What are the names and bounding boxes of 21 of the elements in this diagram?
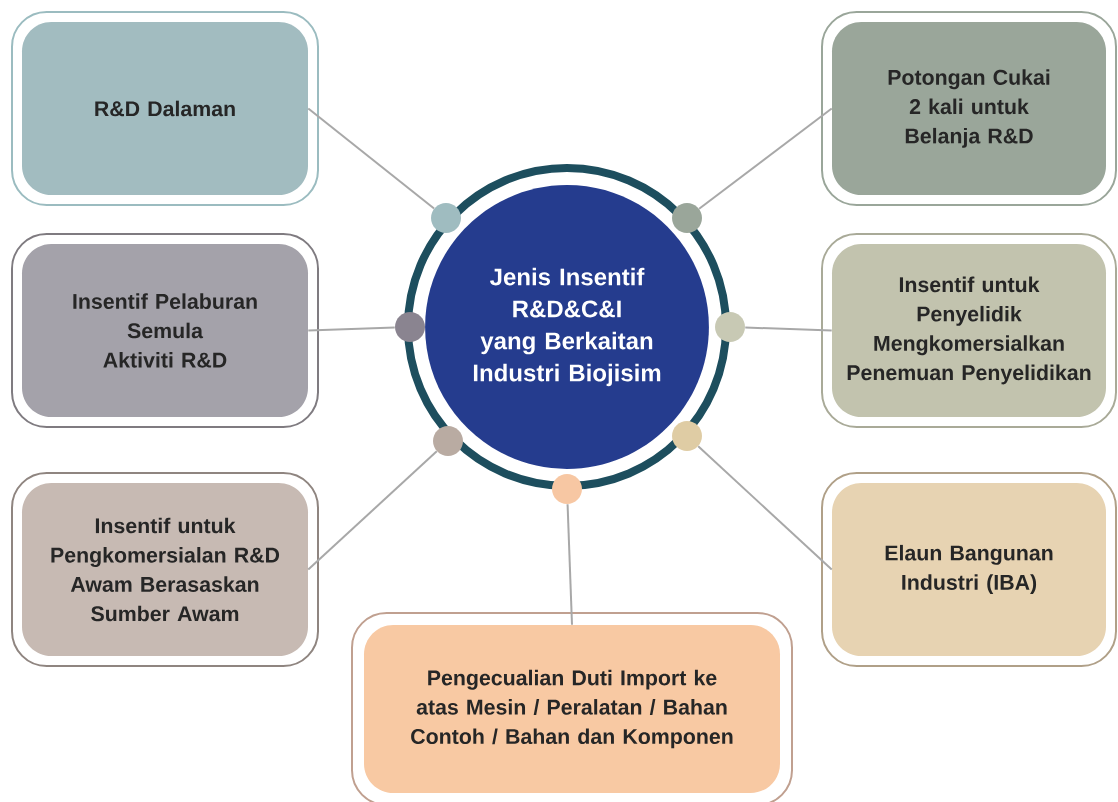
connector-line	[744, 326, 833, 332]
connector-dot	[672, 203, 702, 233]
connector-line	[307, 326, 396, 332]
rounded-box: Pengecualian Duti Import ke atas Mesin / Peralatan / Bahan Contoh / Bahan dan Komponen	[351, 612, 793, 802]
connector-line	[566, 503, 573, 626]
connector-dot	[431, 203, 461, 233]
rounded-box: Potongan Cukai 2 kali untuk Belanja R&D	[821, 11, 1117, 206]
connector-dot	[433, 426, 463, 456]
connector-line	[697, 445, 833, 571]
rounded-box: Insentif untuk Penyelidik Mengkomersialkan Penemuan Penyelidikan	[821, 233, 1117, 428]
connector-dot	[395, 312, 425, 342]
rounded-box: Elaun Bangunan Industri (IBA)	[821, 472, 1117, 667]
connector-line	[307, 450, 438, 571]
connector-line	[307, 107, 436, 210]
connector-dot	[672, 421, 702, 451]
connector-line	[698, 107, 833, 210]
connector-dot	[715, 312, 745, 342]
rounded-box: Insentif untuk Pengkomersialan R&D Awam Berasaskan Sumber Awam	[11, 472, 319, 667]
rounded-box: Insentif Pelaburan Semula Aktiviti R&D	[11, 233, 319, 428]
connector-dot	[552, 474, 582, 504]
rounded-box: R&D Dalaman	[11, 11, 319, 206]
